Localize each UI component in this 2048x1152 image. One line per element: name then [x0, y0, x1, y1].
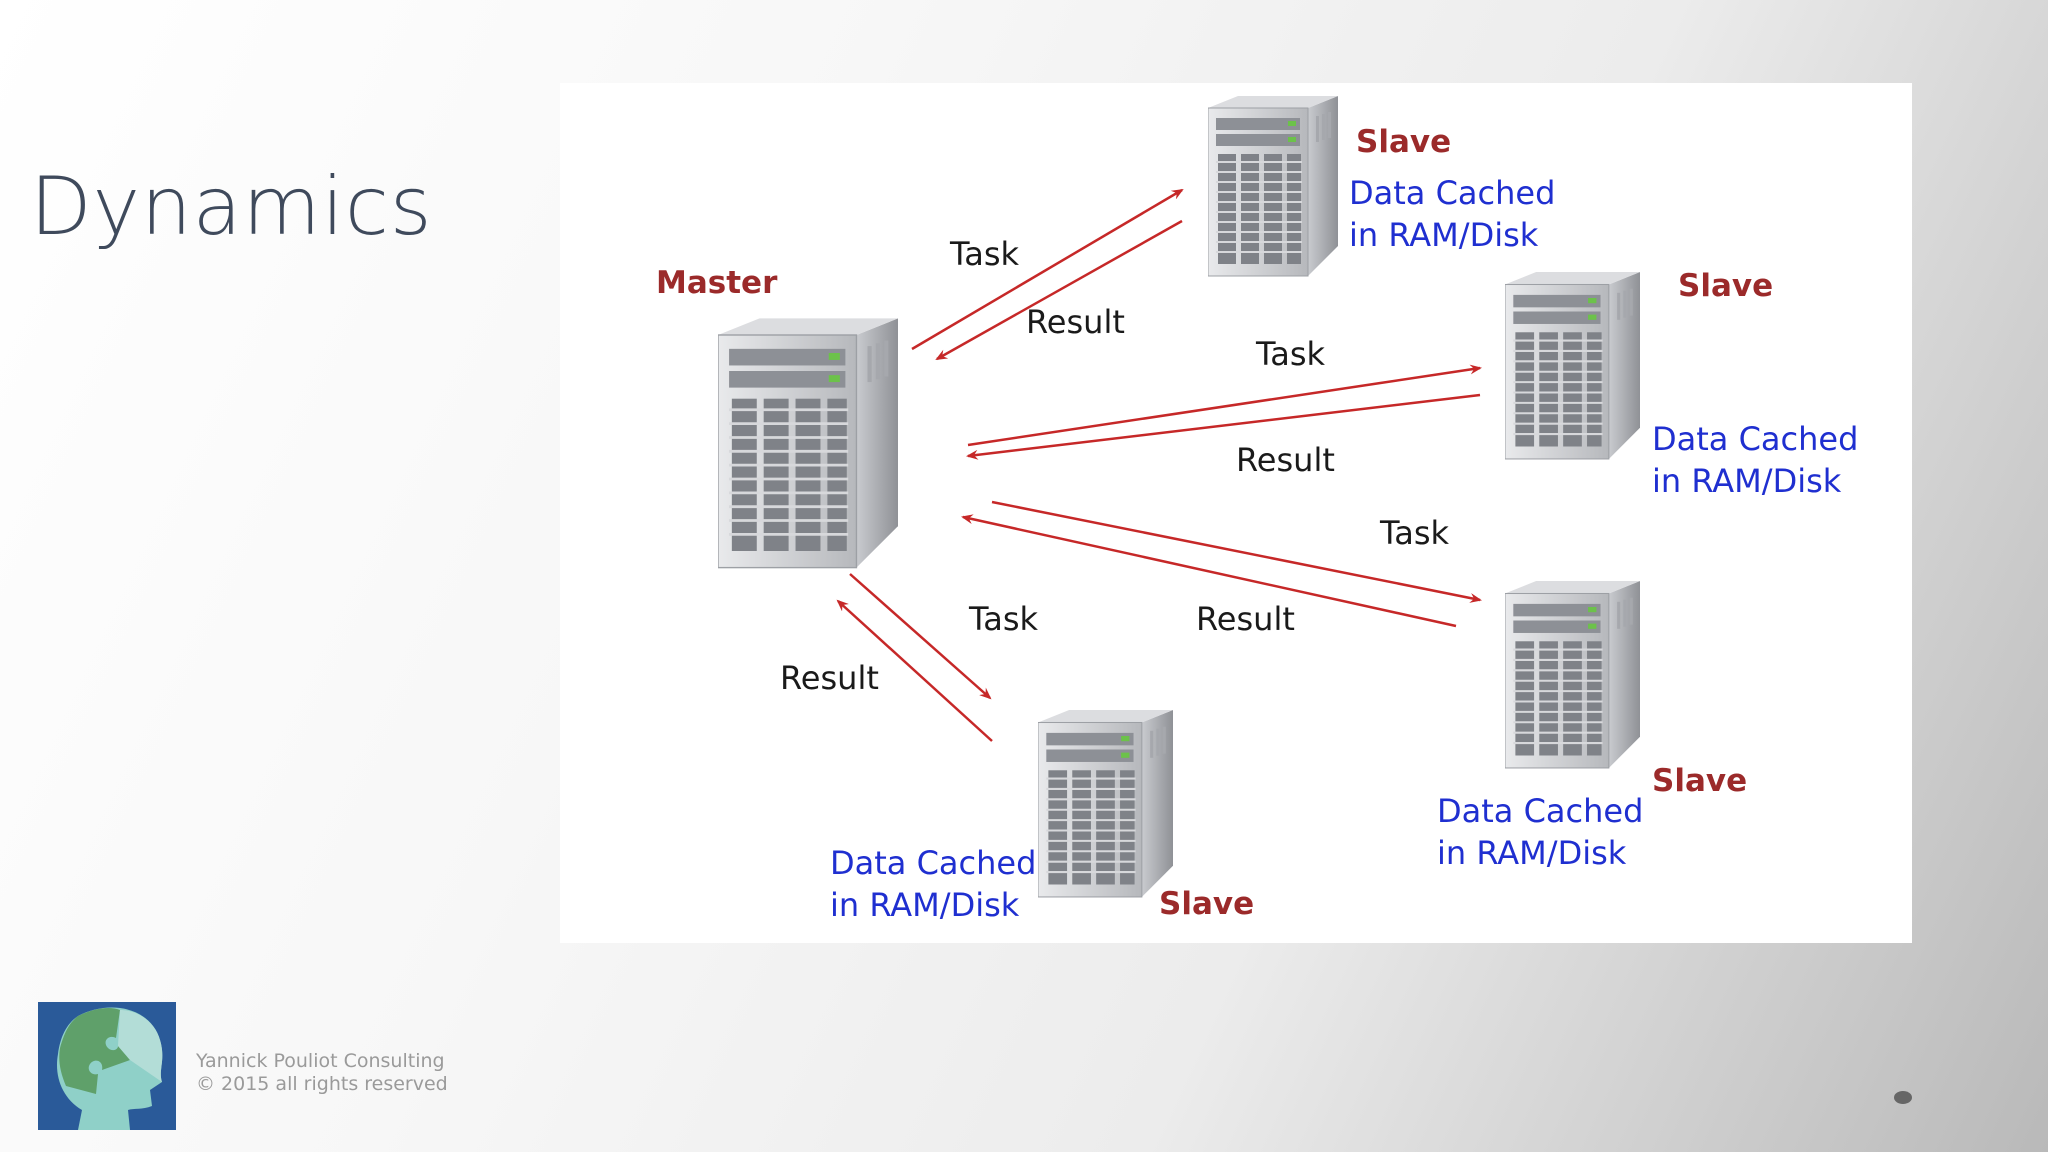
task-arrow-2	[967, 364, 1482, 447]
footer-copyright: © 2015 all rights reserved	[196, 1073, 448, 1095]
slave-server-icon-2	[1505, 270, 1640, 461]
result-label-2: Result	[1236, 441, 1335, 479]
footer-company: Yannick Pouliot Consulting	[196, 1050, 445, 1072]
cache-text-1b: in RAM/Disk	[1349, 216, 1539, 254]
slide-title: Dynamics	[30, 160, 433, 253]
slave-server-icon-1	[1208, 94, 1338, 278]
task-label-1: Task	[949, 235, 1020, 273]
cache-text-3a: Data Cached	[1437, 792, 1643, 830]
result-label-3: Result	[1196, 600, 1295, 638]
result-arrow-4	[836, 599, 993, 742]
result-arrow-3	[961, 514, 1457, 628]
slide-indicator[interactable]	[1894, 1091, 1912, 1104]
cache-text-4b: in RAM/Disk	[830, 886, 1020, 924]
cache-text-2a: Data Cached	[1652, 420, 1858, 458]
cache-text-1a: Data Cached	[1349, 174, 1555, 212]
result-label-4: Result	[780, 659, 879, 697]
slave-label-1: Slave	[1356, 124, 1451, 160]
result-arrow-2	[966, 393, 1481, 460]
slave-label-3: Slave	[1652, 763, 1747, 799]
master-slave-diagram: Master Slave Data Cached in RAM/Disk Sla…	[560, 83, 1912, 943]
cache-text-2b: in RAM/Disk	[1652, 462, 1842, 500]
task-label-2: Task	[1255, 335, 1326, 373]
task-arrow-1	[911, 188, 1184, 351]
master-server-icon	[718, 316, 898, 570]
slave-server-icon-4	[1038, 708, 1173, 899]
slave-label-4: Slave	[1159, 886, 1254, 922]
cache-text-3b: in RAM/Disk	[1437, 834, 1627, 872]
company-logo	[38, 998, 178, 1136]
slave-server-icon-3	[1505, 579, 1640, 770]
task-label-4: Task	[968, 600, 1039, 638]
cache-text-4a: Data Cached	[830, 844, 1036, 882]
task-arrow-4	[849, 573, 992, 700]
task-label-3: Task	[1379, 514, 1450, 552]
master-label: Master	[656, 265, 778, 301]
footer-text: Yannick Pouliot Consulting © 2015 all ri…	[196, 1050, 448, 1096]
result-arrow-1	[935, 219, 1183, 361]
task-arrow-3	[991, 500, 1482, 603]
result-label-1: Result	[1026, 303, 1125, 341]
slave-label-2: Slave	[1678, 268, 1773, 304]
